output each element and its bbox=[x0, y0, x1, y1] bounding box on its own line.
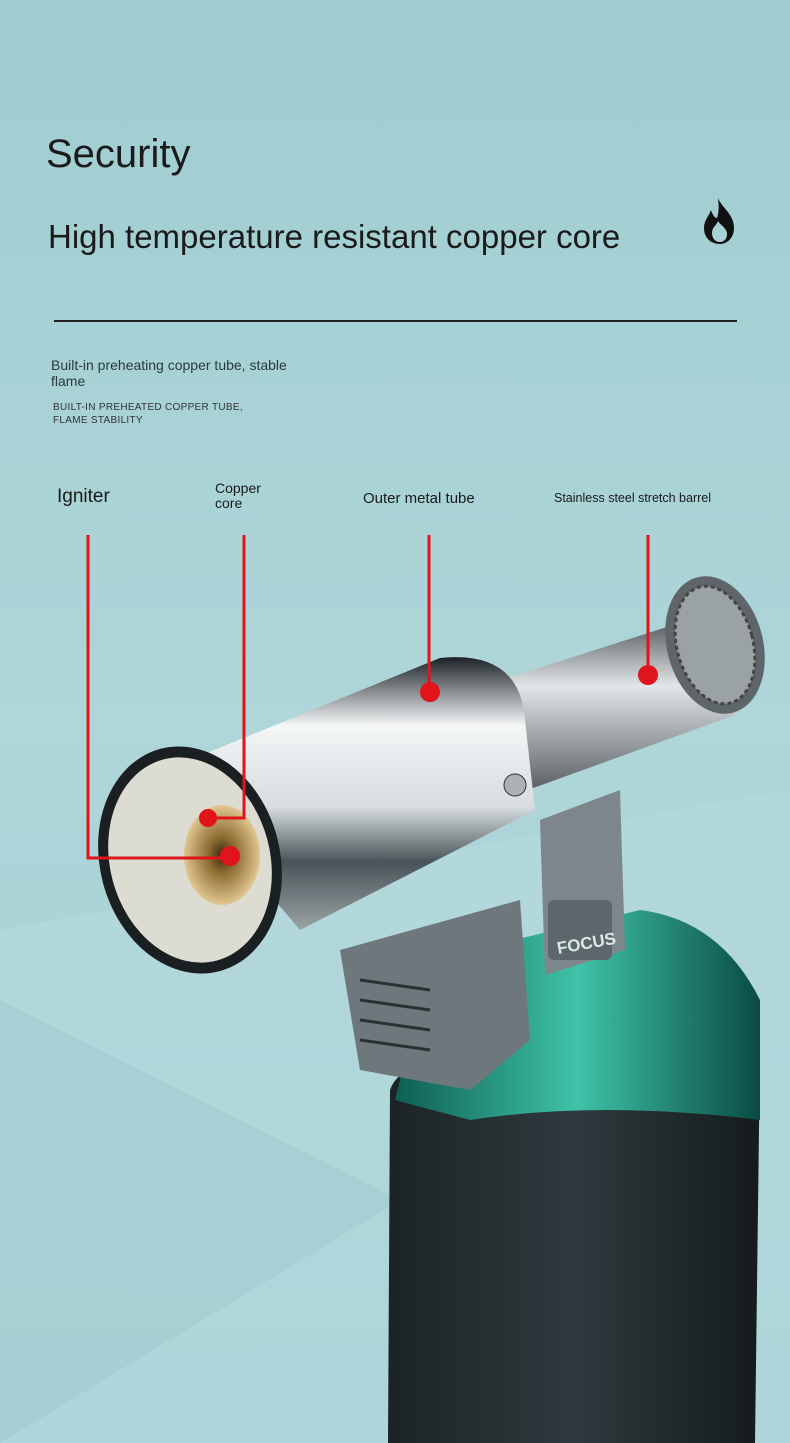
divider bbox=[54, 320, 737, 322]
description-caps: BUILT-IN PREHEATED COPPER TUBE, FLAME ST… bbox=[53, 402, 243, 426]
description: Built-in preheating copper tube, stable … bbox=[51, 357, 287, 389]
label-outer-tube: Outer metal tube bbox=[363, 490, 475, 507]
trigger bbox=[340, 900, 530, 1090]
label-igniter: Igniter bbox=[57, 486, 110, 507]
label-copper-core: Copper core bbox=[215, 480, 261, 511]
label-barrel: Stainless steel stretch barrel bbox=[554, 491, 712, 505]
feature-title: High temperature resistant copper core bbox=[48, 218, 621, 255]
flame-icon bbox=[704, 198, 734, 244]
pointer-lines bbox=[86, 535, 650, 860]
pointer-dots bbox=[199, 665, 658, 866]
torch-handle bbox=[388, 1050, 760, 1443]
section-title: Security bbox=[46, 132, 191, 176]
